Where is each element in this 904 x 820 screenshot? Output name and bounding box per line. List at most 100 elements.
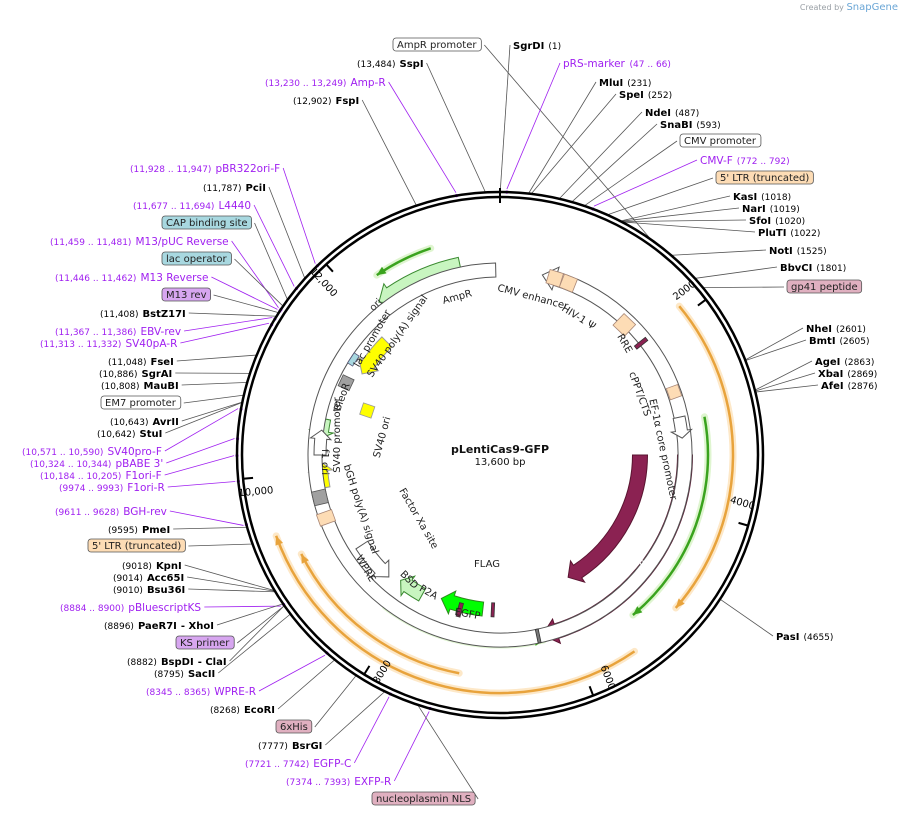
label-acc65i[interactable]: (9014)Acc65I <box>113 573 184 584</box>
label-maubi[interactable]: (10,808)MauBI <box>101 381 179 392</box>
label-m13puc[interactable]: (11,459 .. 11,481)M13/pUC Reverse <box>50 236 229 248</box>
leader-label-exfpr <box>393 711 430 782</box>
ltr-arc-right[interactable] <box>674 305 735 609</box>
leader-label-ksprimer <box>236 604 286 644</box>
label-gp41-text: gp41 peptide <box>791 282 858 293</box>
label-cmv-prom[interactable]: CMV promoter <box>679 133 762 148</box>
gray-block[interactable] <box>311 488 329 507</box>
cmv-enh-arrow[interactable] <box>307 262 693 648</box>
flag-block[interactable] <box>534 628 542 644</box>
label-ecori[interactable]: (8268)EcoRI <box>210 705 275 716</box>
ori-arrow[interactable] <box>357 336 393 375</box>
ef1a-arrow[interactable] <box>669 415 693 439</box>
label-ksprimer[interactable]: KS primer <box>175 635 235 650</box>
label-avrii[interactable]: (10,643)AvrII <box>110 417 179 428</box>
label-cap-box <box>161 215 252 230</box>
bsd-arrow[interactable] <box>400 575 427 602</box>
label-sgrdi[interactable]: (1)SgrDI <box>513 41 561 52</box>
rre-block[interactable] <box>612 312 637 337</box>
label-sacii[interactable]: (8795)SacII <box>154 669 215 680</box>
label-kpni[interactable]: (9018)KpnI <box>122 561 182 572</box>
label-kasi[interactable]: (1018)KasI <box>733 192 791 203</box>
label-egfpc[interactable]: (7721 .. 7742)EGFP-C <box>245 758 351 770</box>
label-fspi-name: FspI <box>336 96 360 107</box>
label-nhei[interactable]: (2601)NheI <box>806 324 866 335</box>
label-pmei[interactable]: (9595)PmeI <box>108 525 170 536</box>
label-m13r[interactable]: (11,446 .. 11,462)M13 Reverse <box>55 272 208 284</box>
label-spei[interactable]: (252)SpeI <box>619 90 672 101</box>
label-pbks[interactable]: (8884 .. 8900)pBluescriptKS <box>60 602 201 614</box>
label-pbr[interactable]: (11,928 .. 11,947)pBR322ori-F <box>130 163 280 175</box>
label-ndei[interactable]: (487)NdeI <box>645 108 699 119</box>
label-lacop[interactable]: lac operator <box>161 251 232 266</box>
label-bsu36i[interactable]: (9010)Bsu36I <box>113 585 185 596</box>
label-pluti[interactable]: (1022)PluTI <box>758 228 820 239</box>
label-bspdi-pos: (8882) <box>127 658 157 668</box>
cas9-inner-arrow[interactable] <box>567 454 649 584</box>
label-pcii[interactable]: (11,787)PciI <box>203 183 266 194</box>
label-bghrev[interactable]: (9611 .. 9628)BGH-rev <box>55 506 167 518</box>
label-pasi[interactable]: (4655)PasI <box>776 632 833 643</box>
lac-block[interactable] <box>347 352 360 367</box>
label-nari[interactable]: (1019)NarI <box>742 204 800 215</box>
ltr-arc-bottom[interactable] <box>274 535 636 695</box>
label-cap[interactable]: CAP binding site <box>161 215 252 230</box>
label-bspdi[interactable]: (8882)BspDI- ClaI <box>127 657 227 668</box>
label-em7[interactable]: EM7 promoter <box>100 395 182 410</box>
label-noti[interactable]: (1525)NotI <box>769 246 827 257</box>
hiv-block[interactable] <box>558 273 579 293</box>
label-ltr2[interactable]: 5' LTR (truncated) <box>87 538 186 553</box>
label-sgrai[interactable]: (10,886)SgrAI <box>99 369 172 380</box>
label-bbvci[interactable]: (1801)BbvCI <box>780 263 846 274</box>
label-gp41[interactable]: gp41 peptide <box>786 279 863 294</box>
label-afei[interactable]: (2876)AfeI <box>821 381 878 392</box>
p2a-block[interactable] <box>455 602 464 618</box>
leader-label-pbr <box>282 167 316 264</box>
green-arc-right[interactable] <box>632 416 710 616</box>
label-bmti[interactable]: (2605)BmtI <box>809 336 869 347</box>
label-nls-box <box>371 791 476 806</box>
5ltr-block-2[interactable] <box>315 508 337 527</box>
label-mlui[interactable]: (231)MluI <box>599 78 651 89</box>
label-prs[interactable]: (47 .. 66)pRS-marker <box>563 58 671 70</box>
label-ltr1[interactable]: 5' LTR (truncated) <box>715 170 814 185</box>
label-fspi[interactable]: (12,902)FspI <box>293 96 359 107</box>
label-cmvf[interactable]: (772 .. 792)CMV-F <box>700 155 790 167</box>
cppt-block[interactable] <box>665 383 683 401</box>
label-ampr-primer[interactable]: (13,230 .. 13,249)Amp-R <box>265 77 386 89</box>
label-m13rev[interactable]: M13 rev <box>161 287 211 302</box>
label-sv40pro[interactable]: (10,571 .. 10,590)SV40pro-F <box>22 446 162 458</box>
label-ebv[interactable]: (11,367 .. 11,386)EBV-rev <box>55 326 181 338</box>
sv40ori-block[interactable] <box>359 402 376 419</box>
rre-mark[interactable] <box>633 336 649 350</box>
label-bsrgi[interactable]: (7777)BsrGI <box>258 741 322 752</box>
label-ndei-pos: (487) <box>675 109 699 119</box>
label-xbai[interactable]: (2869)XbaI <box>818 369 877 380</box>
label-exfpr[interactable]: (7374 .. 7393)EXFP-R <box>286 776 391 788</box>
label-fsei[interactable]: (11,048)FseI <box>108 357 174 368</box>
label-sv40pa[interactable]: (11,313 .. 11,332)SV40pA-R <box>40 338 177 350</box>
label-pbabe[interactable]: (10,324 .. 10,344)pBABE 3' <box>30 458 163 470</box>
wpre-arrow[interactable] <box>355 540 390 578</box>
label-stui[interactable]: (10,642)StuI <box>97 429 162 440</box>
label-bstz[interactable]: (11,408)BstZ17I <box>100 309 186 320</box>
label-l4440[interactable]: (11,677 .. 11,694)L4440 <box>133 200 251 212</box>
label-snabi[interactable]: (593)SnaBI <box>660 120 721 131</box>
label-nls[interactable]: nucleoplasmin NLS <box>371 791 476 806</box>
ring-tick-12000 <box>325 263 334 273</box>
label-sspi[interactable]: (13,484)SspI <box>357 59 424 70</box>
ltr-arc-bottom-2[interactable] <box>300 553 460 675</box>
label-wprer[interactable]: (8345 .. 8365)WPRE-R <box>146 686 256 698</box>
label-agei[interactable]: (2863)AgeI <box>815 357 874 368</box>
gray-block-2[interactable] <box>337 374 355 392</box>
label-sv40pro-pos: (10,571 .. 10,590) <box>22 448 103 458</box>
label-ampr-prom[interactable]: AmpR promoter <box>392 37 482 52</box>
hiv-block-2[interactable] <box>545 269 564 288</box>
sv40-prom-arrow[interactable] <box>309 429 333 456</box>
egfp-mark[interactable] <box>490 602 496 618</box>
label-f1orif[interactable]: (10,184 .. 10,205)F1ori-F <box>40 470 162 482</box>
label-paer7i[interactable]: (8896)PaeR7I- XhoI <box>104 621 214 632</box>
label-sfoi[interactable]: (1020)SfoI <box>749 216 805 227</box>
label-f1orir[interactable]: (9974 .. 9993)F1ori-R <box>59 482 165 494</box>
label-his[interactable]: 6xHis <box>275 719 313 734</box>
